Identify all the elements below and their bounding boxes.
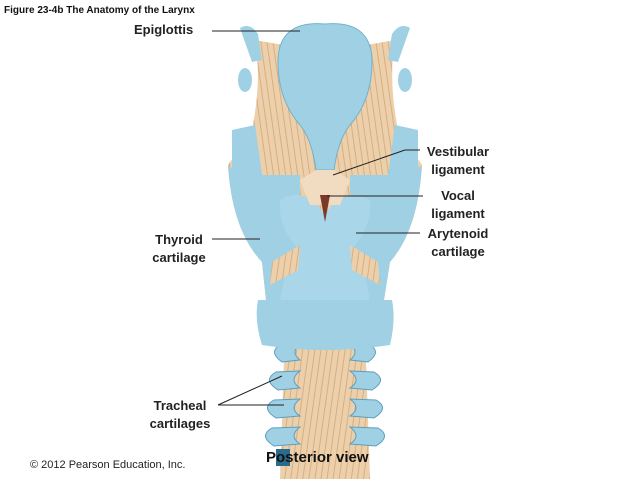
superior-horn-right xyxy=(388,26,410,62)
leader-lines xyxy=(212,30,423,406)
label-vestibular-ligament: Vestibular ligament xyxy=(426,144,490,177)
view-title: Posterior view xyxy=(266,449,369,466)
leader-tracheal-1 xyxy=(217,375,283,406)
figure-title: Figure 23-4b The Anatomy of the Larynx xyxy=(4,5,195,16)
label-tracheal-cartilages: Tracheal cartilages xyxy=(149,398,211,431)
view-marker xyxy=(276,449,290,466)
label-arytenoid-cartilage: Arytenoid cartilage xyxy=(427,226,489,259)
label-thyroid-cartilage: Thyroid cartilage xyxy=(152,232,206,265)
trachea-tube xyxy=(280,330,370,479)
arytenoid-cartilage-shape xyxy=(279,195,371,250)
label-epiglottis: Epiglottis xyxy=(134,22,194,37)
cricoid-cartilage xyxy=(256,300,394,350)
label-vocal-ligament: Vocal ligament xyxy=(431,188,485,221)
glottis xyxy=(320,195,330,222)
superior-horn-left xyxy=(240,26,262,62)
leader-vestibular xyxy=(332,149,420,176)
copyright: © 2012 Pearson Education, Inc. xyxy=(30,459,186,471)
tracheal-rings xyxy=(265,343,385,447)
